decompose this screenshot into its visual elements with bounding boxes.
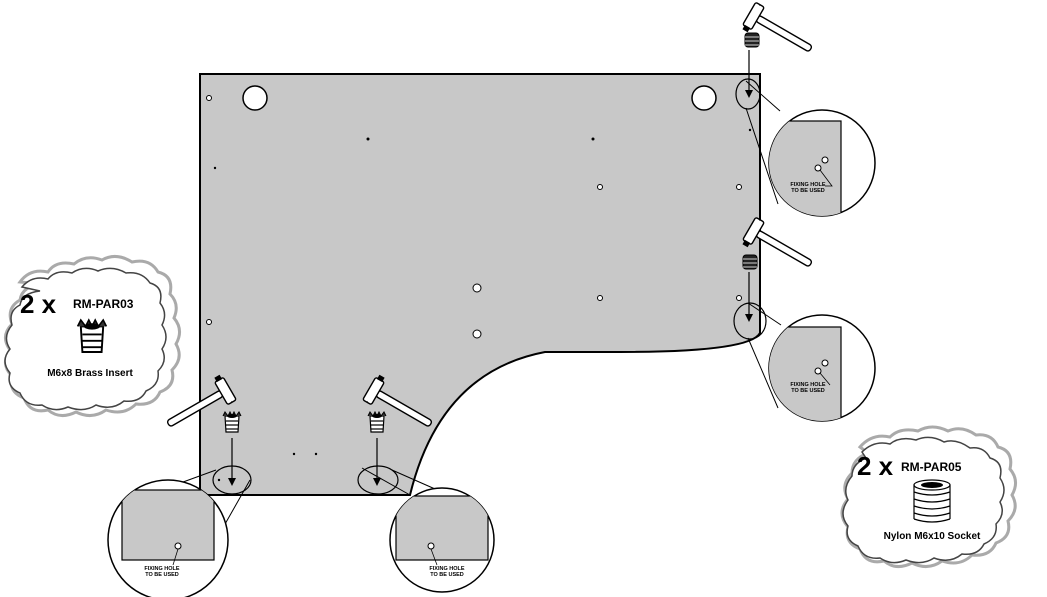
detail-view: FIXING HOLE TO BE USED bbox=[733, 302, 876, 422]
large-hole bbox=[691, 85, 717, 111]
nylon-socket-callout: 2 x RM-PAR05 Nylon M6x10 Socket bbox=[840, 425, 1017, 568]
desk-panel bbox=[199, 73, 761, 496]
fixing-hole-label-line1: FIXING HOLE bbox=[429, 566, 464, 572]
fixing-hole-label-line1: FIXING HOLE bbox=[790, 182, 825, 188]
brass-insert-icon bbox=[76, 319, 108, 353]
fixing-hole-label-line2: TO BE USED bbox=[430, 572, 464, 578]
nylon-socket-icon bbox=[744, 32, 760, 48]
detail-view: FIXING HOLE TO BE USED bbox=[357, 465, 495, 593]
fixing-hole-label-line1: FIXING HOLE bbox=[144, 566, 179, 572]
brass-insert-callout: 2 x RM-PAR03 M6x8 Brass Insert bbox=[4, 255, 181, 417]
detail-view: FIXING HOLE TO BE USED bbox=[107, 465, 252, 597]
nylon-name: Nylon M6x10 Socket bbox=[884, 531, 981, 542]
detail-view: FIXING HOLE TO BE USED bbox=[735, 78, 876, 217]
fixing-hole-label-line2: TO BE USED bbox=[791, 388, 825, 394]
nylon-code: RM-PAR05 bbox=[901, 460, 962, 474]
brass-code: RM-PAR03 bbox=[73, 297, 134, 311]
small-holes bbox=[206, 95, 742, 339]
nylon-qty: 2 x bbox=[857, 451, 894, 481]
fixing-hole-label-line1: FIXING HOLE bbox=[790, 382, 825, 388]
large-hole bbox=[242, 85, 268, 111]
nylon-socket-icon bbox=[742, 254, 758, 270]
brass-insert-icon bbox=[222, 411, 242, 433]
nylon-socket-icon bbox=[913, 479, 951, 523]
brass-insert-icon bbox=[367, 411, 387, 433]
brass-name: M6x8 Brass Insert bbox=[47, 368, 133, 379]
pilot-dots bbox=[213, 128, 752, 482]
fixing-hole-label-line2: TO BE USED bbox=[791, 188, 825, 194]
fixing-hole-label-line2: TO BE USED bbox=[145, 572, 179, 578]
brass-qty: 2 x bbox=[20, 289, 57, 319]
